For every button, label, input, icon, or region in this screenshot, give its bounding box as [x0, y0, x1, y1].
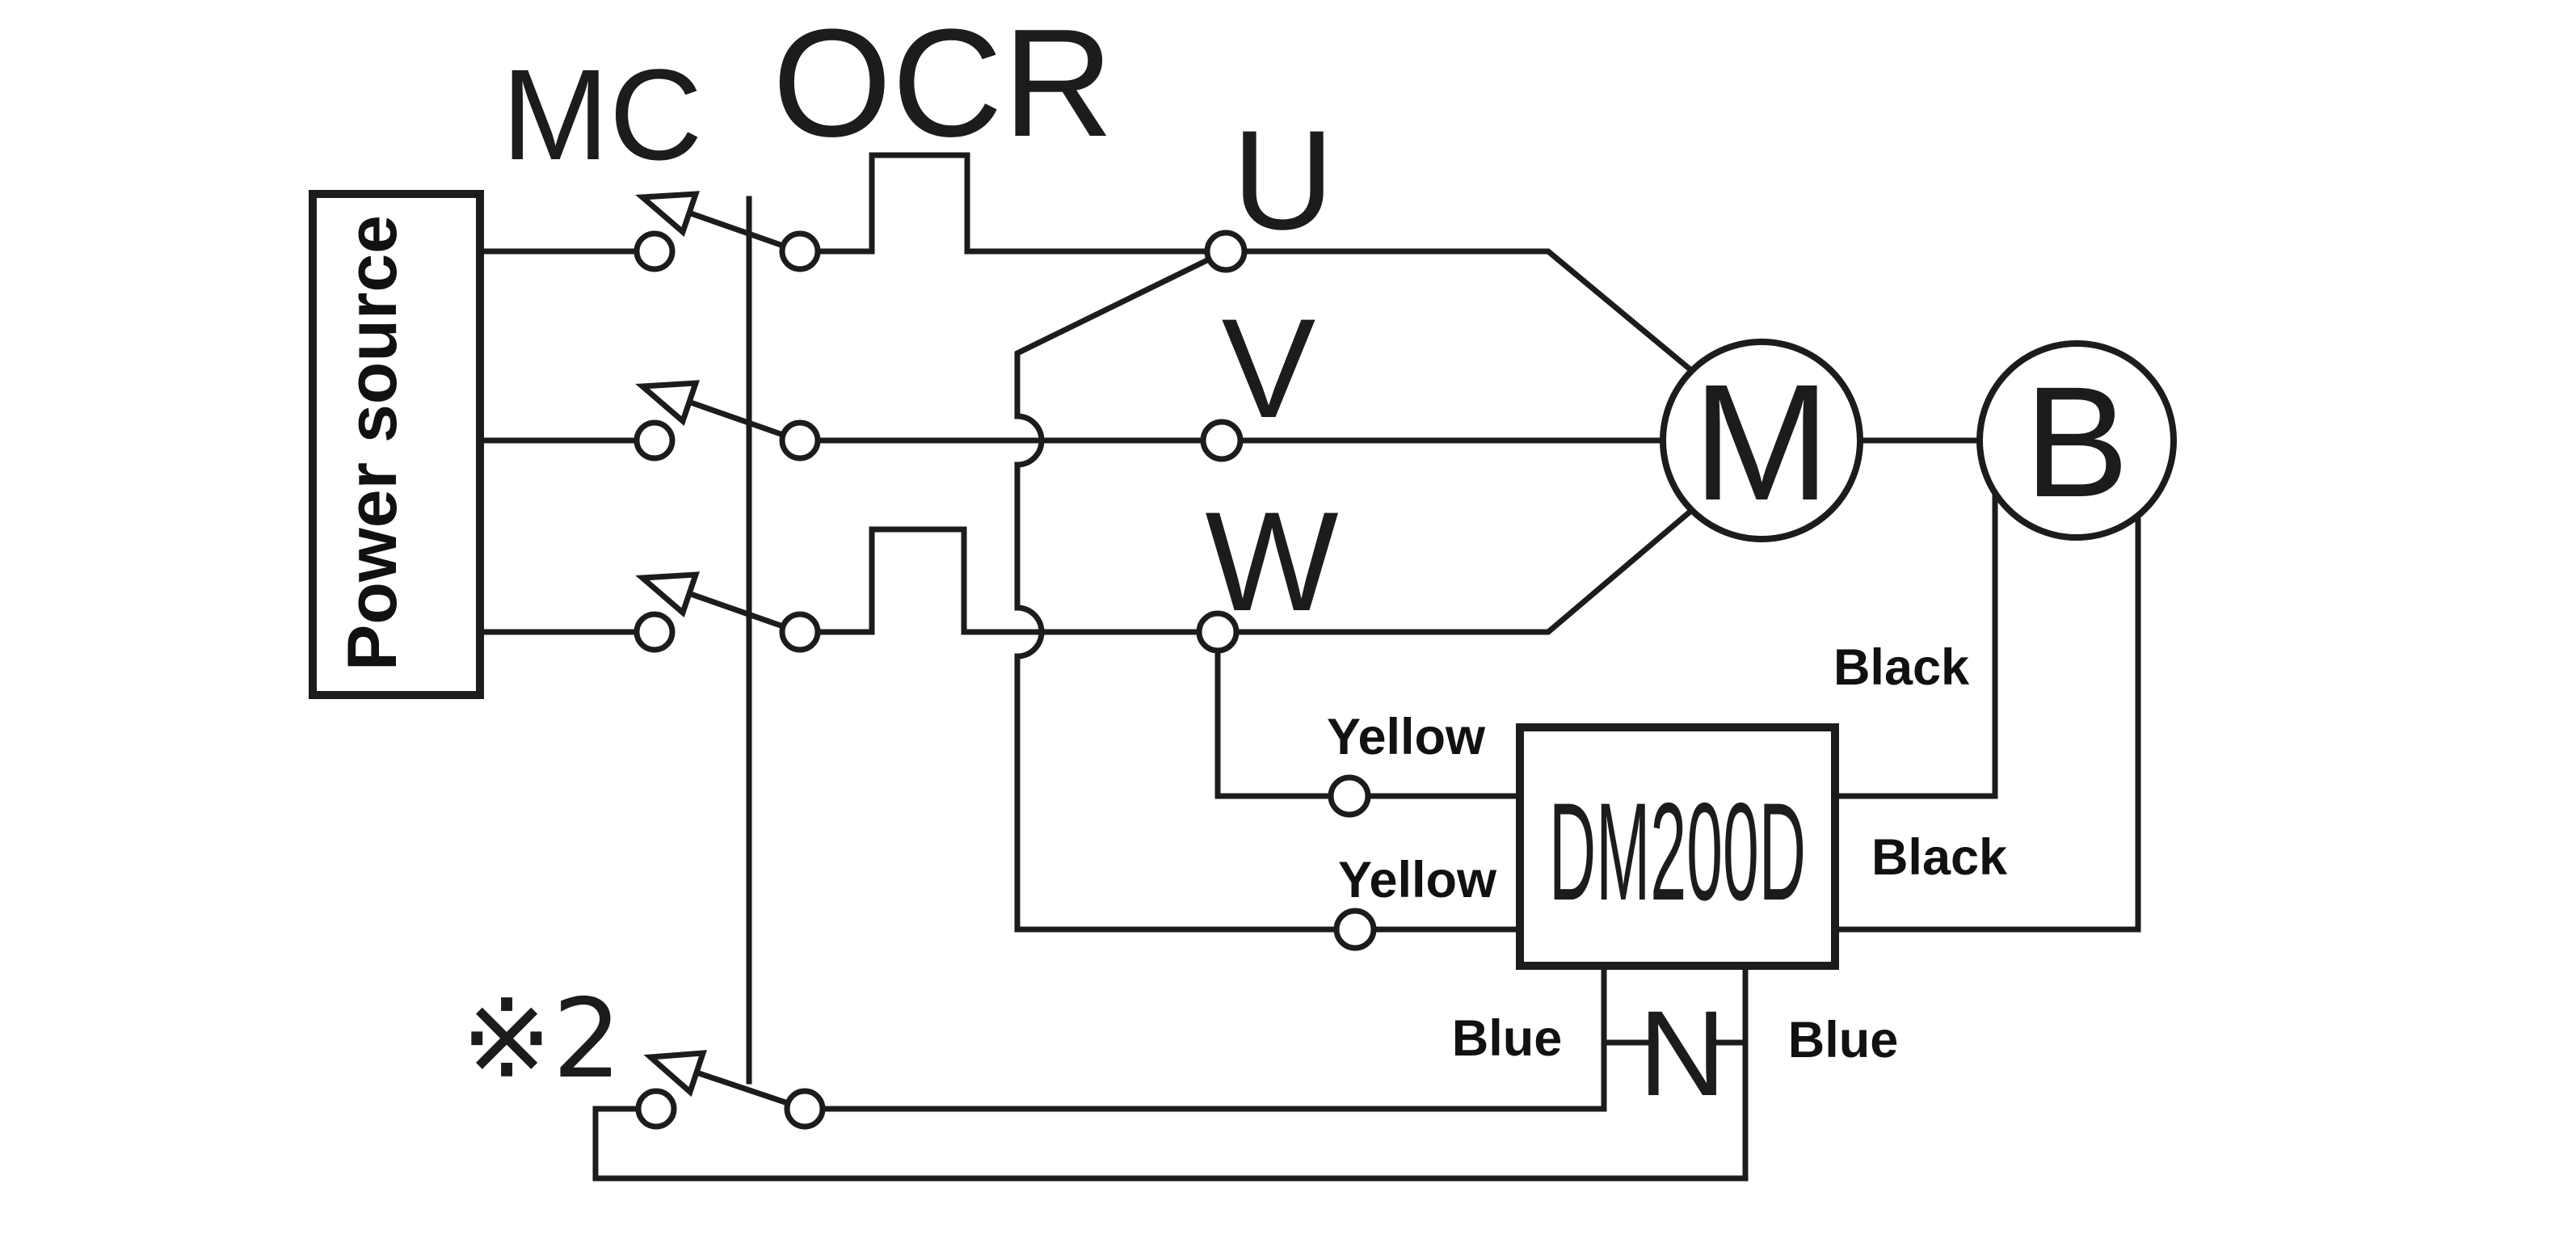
wires — [477, 152, 2141, 1182]
mc-arrowhead-3 — [635, 571, 700, 618]
terminal-v-label: V — [1222, 290, 1316, 448]
w-tap — [1214, 647, 1334, 799]
power-source-box — [309, 190, 484, 699]
blue-wire-bottom-run — [592, 1106, 1749, 1182]
yellow-bottom-label: Yellow — [1338, 852, 1497, 908]
black-wire-bottom — [1832, 512, 2141, 933]
u-tap-with-hops — [1014, 255, 1340, 933]
blue-left-label: Blue — [1452, 1010, 1563, 1067]
mc-switch-blades — [635, 191, 792, 1107]
mc-contact-v-right — [779, 419, 821, 461]
mc-contact-v-left — [633, 419, 676, 461]
terminal-yellow-top — [1328, 774, 1371, 818]
module-label: DM200D — [1549, 774, 1806, 929]
mc-arrowhead-2 — [635, 380, 700, 427]
terminal-u — [1204, 230, 1248, 273]
terminal-u-label: U — [1232, 102, 1334, 259]
motor-circle — [1660, 339, 1863, 542]
mc-blade-2 — [684, 398, 787, 439]
motor-label: M — [1693, 350, 1831, 535]
terminal-yellow-bottom — [1333, 908, 1377, 951]
terminal-w — [1196, 610, 1240, 654]
mc-contact-w-right — [779, 611, 821, 653]
power-source-label: Power source — [334, 215, 411, 671]
blue-right-label: Blue — [1788, 1012, 1899, 1068]
wire-w-to-motor — [1233, 506, 1696, 635]
aux-arrowhead — [643, 1050, 707, 1098]
aux-blade — [692, 1068, 792, 1107]
black-wire-top — [1832, 490, 1998, 799]
mc-contact-u-left — [633, 230, 676, 272]
black-bottom-label: Black — [1871, 829, 2008, 886]
ocr-label: OCR — [772, 0, 1113, 169]
contacts — [633, 230, 1377, 1130]
aux-contact-right — [784, 1088, 826, 1130]
yellow-top-label: Yellow — [1327, 709, 1486, 765]
note-reference-label: ※2 — [461, 975, 621, 1102]
terminal-w-label: W — [1205, 483, 1338, 641]
mc-contact-w-left — [633, 611, 676, 653]
black-top-label: Black — [1833, 639, 1970, 696]
mc-contact-u-right — [779, 230, 821, 272]
mc-blade-1 — [684, 209, 787, 250]
terminal-v — [1200, 419, 1244, 462]
aux-contact-left — [635, 1088, 677, 1130]
brake-label: B — [2024, 354, 2129, 530]
wire-u-ocr-section — [814, 152, 1210, 255]
mc-label: MC — [502, 42, 703, 187]
brake-circle — [1976, 340, 2177, 541]
wire-u-to-motor — [1241, 248, 1696, 375]
wire-w-ocr-section — [814, 526, 1202, 635]
neutral-label: N — [1639, 985, 1726, 1121]
mc-blade-3 — [684, 589, 787, 630]
module-box — [1516, 723, 1839, 970]
mc-arrowhead-1 — [635, 191, 700, 238]
